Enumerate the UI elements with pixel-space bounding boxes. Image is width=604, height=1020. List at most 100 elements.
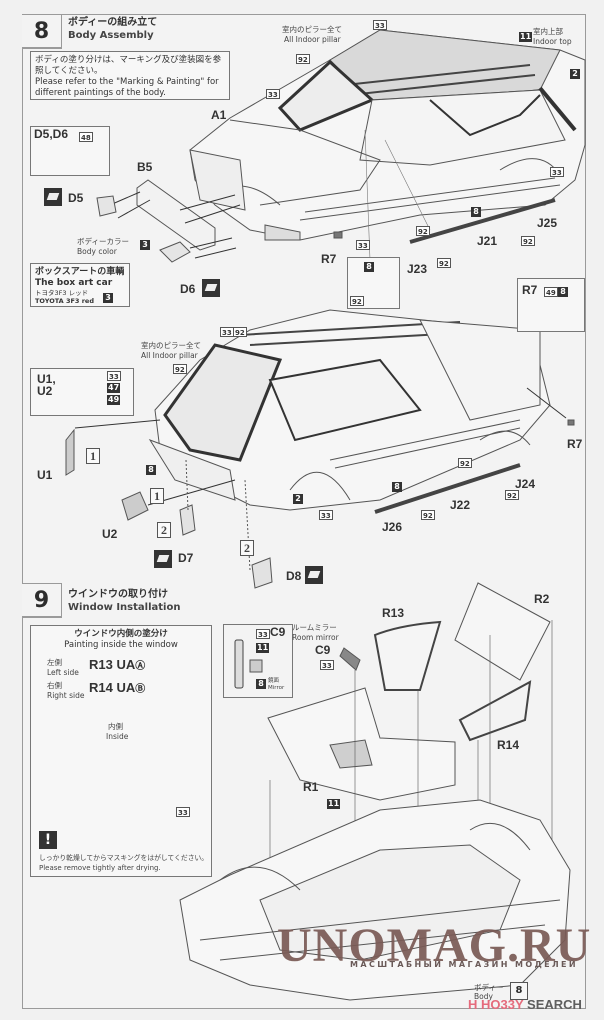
part-label-d6: D6 xyxy=(180,282,196,296)
mirror-surface-jp: 鏡面 xyxy=(268,678,280,684)
step-9-title-en: Window Installation xyxy=(68,602,181,613)
mirror-surface-en: Mirror xyxy=(268,685,285,691)
box-art-paint-en: TOYOTA 3F3 red xyxy=(35,297,94,305)
color-code: 3 xyxy=(103,293,113,303)
part-d7 xyxy=(179,504,196,536)
step-ref-1: 1 xyxy=(86,448,100,464)
part-label-d8: D8 xyxy=(286,569,302,583)
mirror-part-label: C9 xyxy=(270,625,286,639)
indoor-top-jp: 室内上部 xyxy=(533,27,563,36)
caution-en: Please remove tightly after drying. xyxy=(39,864,161,872)
indoor-pillar-jp: 室内のピラー全て xyxy=(282,25,342,34)
indoor-pillar-en: All Indoor pillar xyxy=(141,351,198,360)
color-code: 3 xyxy=(140,240,150,250)
color-code: 33 xyxy=(356,240,370,250)
paint-spray-icon xyxy=(305,566,323,584)
color-code: 49 xyxy=(544,287,558,297)
color-code: 49 xyxy=(107,395,121,405)
trim-strip-j22 xyxy=(374,463,521,514)
color-code: 92 xyxy=(505,490,519,500)
r7-detail-label: R7 xyxy=(522,283,538,297)
color-code: 92 xyxy=(350,296,364,306)
color-code: 8 xyxy=(256,679,266,689)
left-part-label: R13 UAⒶ xyxy=(89,658,146,672)
note-en: Please refer to the "Marking & Painting"… xyxy=(35,77,219,98)
color-code: 92 xyxy=(173,364,187,374)
bumper-b5-part xyxy=(96,179,241,263)
room-mirror-en: Room mirror xyxy=(292,633,339,642)
window-r14 xyxy=(458,680,532,742)
part-label-r7: R7 xyxy=(567,437,583,451)
color-code: 47 xyxy=(107,383,121,393)
header-divider xyxy=(22,48,62,49)
color-code: 8 xyxy=(558,287,568,297)
part-label-r7: R7 xyxy=(321,252,337,266)
right-mark: Ⓑ xyxy=(135,684,146,695)
box-art-title-en: The box art car xyxy=(35,278,113,288)
part-label-d7: D7 xyxy=(178,551,194,565)
part-label-r14: R14 xyxy=(497,738,520,752)
mirror-detail-box: 33 C9 11 8 鏡面 Mirror xyxy=(223,624,293,698)
d5-d6-label: D5,D6 xyxy=(34,127,69,141)
color-code: 33 xyxy=(176,807,190,817)
right-side-jp: 右側 xyxy=(47,681,62,690)
color-code: 92 xyxy=(421,510,435,520)
color-code: 92 xyxy=(458,458,472,468)
color-code: 11 xyxy=(519,32,533,42)
body-ref-en: Body xyxy=(474,992,493,1001)
part-d8 xyxy=(251,557,273,589)
part-label-r13: R13 xyxy=(382,606,405,620)
part-label-d5: D5 xyxy=(68,191,84,205)
right-part-label: R14 UAⒷ xyxy=(89,680,146,695)
window-r13 xyxy=(373,620,442,691)
color-code: 92 xyxy=(296,54,310,64)
left-mark: Ⓐ xyxy=(135,661,146,672)
header-divider xyxy=(22,617,62,618)
part-label-u2: U2 xyxy=(102,527,118,541)
inside-en: Inside xyxy=(106,732,129,741)
step-ref-2: 2 xyxy=(240,540,254,556)
part-label-j24: J24 xyxy=(515,477,536,491)
color-code: 33 xyxy=(256,629,270,639)
paint-spray-icon xyxy=(44,188,62,206)
paint-spray-icon xyxy=(154,550,172,568)
body-color-en: Body color xyxy=(77,247,117,256)
window-painting-box: ウインドウ内側の塗分け Painting inside the window 左… xyxy=(30,625,212,877)
step-9-number: 9 xyxy=(22,583,62,617)
part-label-r1: R1 xyxy=(303,780,319,794)
part-label-j23: J23 xyxy=(407,262,428,276)
body-tub-bottom xyxy=(179,799,571,1001)
indoor-pillar-en: All Indoor pillar xyxy=(284,35,341,44)
painting-reference-note: ボディの塗り分けは、マーキング及び塗装図を参照してください。 Please re… xyxy=(30,51,230,100)
step-ref-1: 1 xyxy=(150,488,164,504)
color-code: 8 xyxy=(392,482,402,492)
indoor-top-en: Indoor top xyxy=(533,37,572,46)
u1-u2-detail-box: U1,U2 33 47 49 xyxy=(30,368,134,416)
color-code: 33 xyxy=(550,167,564,177)
color-code: 92 xyxy=(416,226,430,236)
tail-lamp-u1 xyxy=(65,428,75,476)
color-code: 48 xyxy=(79,132,93,142)
trim-detail-box: 8 92 xyxy=(347,257,400,309)
tail-lamp-u2 xyxy=(121,491,149,521)
color-code: 11 xyxy=(327,799,341,809)
painting-title-jp: ウインドウ内側の塗分け xyxy=(74,629,168,639)
step-8-title-jp: ボディーの組み立て xyxy=(68,17,158,28)
inside-jp: 内側 xyxy=(108,722,123,731)
right-part: R14 UA xyxy=(89,680,136,695)
step-ref-2: 2 xyxy=(157,522,171,538)
left-side-jp: 左側 xyxy=(47,658,62,667)
d5-d6-detail-box: D5,D6 48 xyxy=(30,126,110,176)
car-body-rear-view xyxy=(148,309,551,511)
part-label-r2: R2 xyxy=(534,592,550,606)
box-art-paint-jp: トヨタ3F3 レッド xyxy=(35,289,89,297)
color-code: 33 xyxy=(107,371,121,381)
indoor-pillar-jp: 室内のピラー全て xyxy=(141,341,201,350)
color-code: 8 xyxy=(364,262,374,272)
color-code: 8 xyxy=(146,465,156,475)
trim-strip-j21 xyxy=(409,198,556,244)
step-8-title: ボディーの組み立て Body Assembly xyxy=(68,16,157,42)
step-9-title-jp: ウインドウの取り付け xyxy=(68,589,168,600)
watermark-subtitle: МАСШТАБНЫЙ МАГАЗИН МОДЕЛЕЙ xyxy=(350,960,578,969)
part-label-j25: J25 xyxy=(537,216,558,230)
